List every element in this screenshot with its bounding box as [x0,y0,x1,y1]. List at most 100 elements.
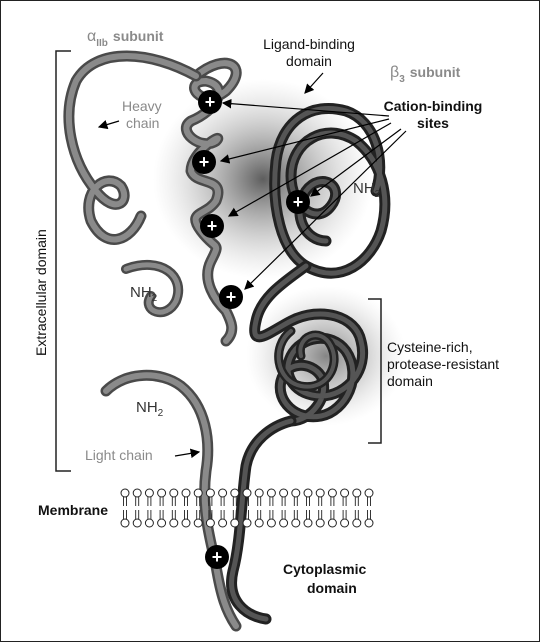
lipid-head [304,519,312,527]
lipid-head [243,489,251,497]
lipid-tail [160,497,163,506]
lipid-head [219,519,227,527]
light-chain-label: Light chain [85,447,153,463]
cation-site-4: + [286,190,310,214]
cytoplasmic-label-2: domain [307,580,357,596]
cation-site-2: + [192,150,216,174]
cation-site-5: + [219,285,243,309]
lipid-tail [307,497,310,506]
lipid-tail [221,497,224,506]
lipid-tail [233,510,236,519]
lipid-tail [368,497,371,506]
ligand-binding-label-1: Ligand-binding [263,36,355,52]
lipid-head [328,519,336,527]
lipid-tail [282,510,285,519]
lipid-head [182,489,190,497]
lipid-head [145,489,153,497]
lipid-tail [172,497,175,506]
lipid-head [219,489,227,497]
lipid-tail [172,510,175,519]
cysteine-label-2: protease-resistant [387,356,499,372]
lipid-head [206,489,214,497]
lipid-head [133,489,141,497]
cation-binding-label-1: Cation-binding [384,98,483,114]
cytoplasmic-label-1: Cytoplasmic [283,561,366,577]
heavy-chain-label-1: Heavy [122,98,162,114]
lipid-tail [368,510,371,519]
cysteine-glow [246,286,406,426]
lipid-head [255,519,263,527]
lipid-tail [307,510,310,519]
lipid-head [158,489,166,497]
lipid-head [365,489,373,497]
lipid-head [267,519,275,527]
svg-text:+: + [205,92,216,112]
alpha-light-chain [106,375,236,626]
lipid-head [194,489,202,497]
lipid-tail [331,497,334,506]
lipid-tail [343,497,346,506]
svg-text:+: + [199,152,210,172]
lipid-head [341,489,349,497]
lipid-head [158,519,166,527]
cysteine-label-3: domain [387,373,433,389]
lipid-head [316,489,324,497]
lipid-tail [185,497,188,506]
lipid-tail [197,510,200,519]
lipid-head [353,519,361,527]
lipid-tail [136,497,139,506]
lipid-tail [355,510,358,519]
ligand-binding-label-2: domain [286,53,332,69]
cation-site-1: + [198,90,222,114]
lipid-tail [319,510,322,519]
cation-site-cytoplasmic: + [205,545,229,569]
nh2-alpha-light-label: NH2 [136,399,164,419]
lipid-head [267,489,275,497]
cation-site-3: + [200,214,224,238]
lipid-head [133,519,141,527]
lipid-head [316,519,324,527]
lipid-head [243,519,251,527]
lipid-tail [258,510,261,519]
lipid-head [328,489,336,497]
extracellular-domain-label: Extracellular domain [33,229,49,356]
lipid-tail [160,510,163,519]
lipid-head [280,489,288,497]
lipid-head [292,489,300,497]
lipid-tail [355,497,358,506]
lipid-tail [319,497,322,506]
lipid-tail [148,510,151,519]
lipid-head [206,519,214,527]
lipid-head [365,519,373,527]
lipid-head [170,519,178,527]
lipid-tail [197,497,200,506]
lipid-tail [331,510,334,519]
lipid-head [121,519,129,527]
lipid-head [231,489,239,497]
lipid-tail [185,510,188,519]
cation-binding-label-2: sites [417,115,449,131]
lipid-head [353,489,361,497]
lipid-tail [343,510,346,519]
lipid-tail [136,510,139,519]
lipid-tail [124,510,127,519]
svg-text:+: + [207,216,218,236]
lipid-tail [270,497,273,506]
lipid-tail [221,510,224,519]
heavy-chain-label-2: chain [126,115,159,131]
lipid-head [341,519,349,527]
lipid-tail [233,497,236,506]
svg-text:+: + [212,547,223,567]
lipid-tail [294,497,297,506]
lipid-head [170,489,178,497]
svg-text:+: + [293,192,304,212]
lipid-head [194,519,202,527]
lipid-tail [270,510,273,519]
lipid-head [145,519,153,527]
lipid-head [292,519,300,527]
lipid-tail [258,497,261,506]
